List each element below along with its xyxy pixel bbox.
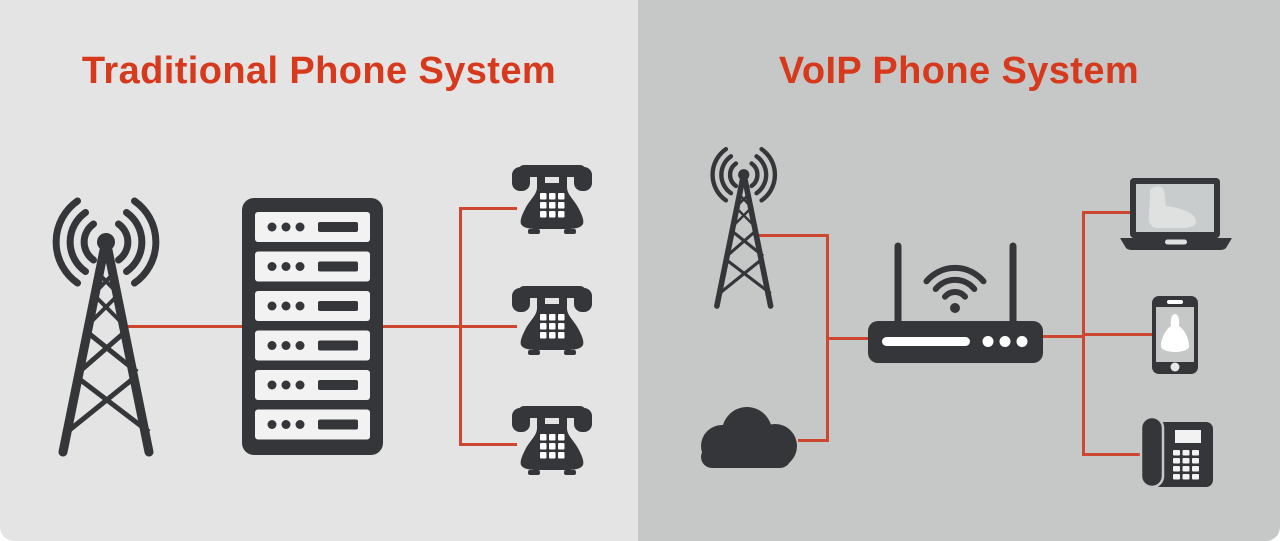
- connector-line: [128, 325, 243, 328]
- connector-line: [459, 443, 517, 446]
- cell-tower-icon: [705, 146, 785, 311]
- connector-line: [1082, 453, 1142, 456]
- connector-line: [826, 337, 870, 340]
- connector-line: [1082, 333, 1154, 336]
- connector-line: [383, 325, 517, 328]
- desk-phone-icon: [510, 404, 594, 476]
- connector-line: [1041, 335, 1085, 338]
- cloud-icon: [692, 402, 800, 469]
- connector-line: [459, 207, 462, 446]
- smartphone-icon: [1152, 296, 1198, 374]
- connector-line: [459, 207, 517, 210]
- cell-tower-icon: [44, 196, 172, 460]
- traditional-title: Traditional Phone System: [81, 50, 557, 92]
- connector-line: [1082, 211, 1132, 214]
- server-rack-icon: [242, 198, 383, 455]
- connector-line: [798, 439, 829, 442]
- desk-ip-phone-icon: [1139, 417, 1213, 490]
- wifi-router-icon: [868, 242, 1043, 363]
- desk-phone-icon: [510, 163, 594, 235]
- laptop-icon: [1120, 178, 1232, 250]
- desk-phone-icon: [510, 284, 594, 356]
- voip-title: VoIP Phone System: [778, 50, 1140, 92]
- connector-line: [758, 234, 828, 237]
